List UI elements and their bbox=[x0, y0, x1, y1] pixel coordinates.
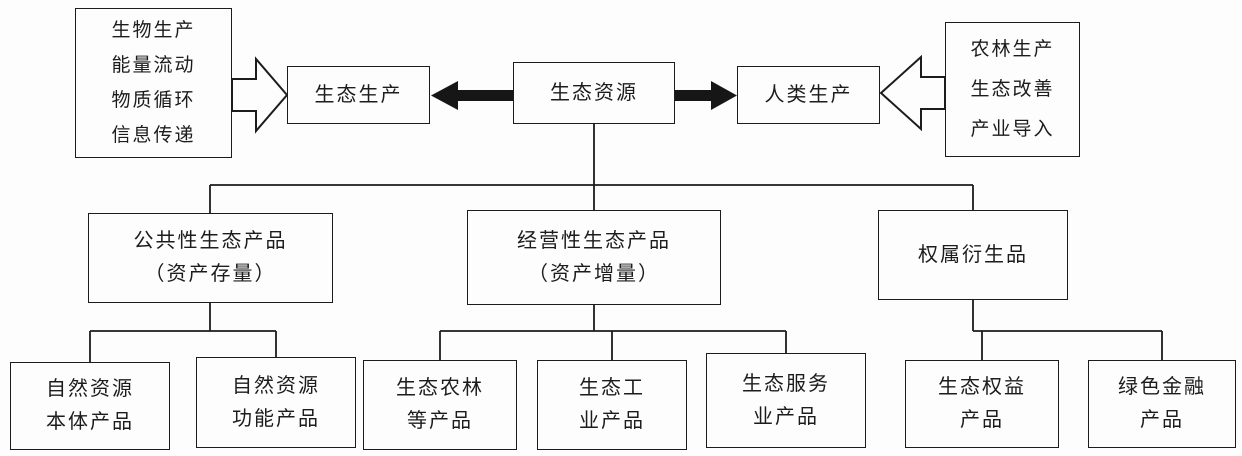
node-bio-input-line2: 能量流动 bbox=[111, 55, 196, 76]
node-natural-function-line2: 功能产品 bbox=[232, 407, 320, 430]
thick-arrow-left-icon bbox=[431, 81, 513, 110]
node-operating-products: 经营性生态产品 （资产增量） bbox=[467, 210, 721, 305]
node-eco-agriforestry: 生态农林 等产品 bbox=[363, 360, 517, 450]
node-bio-input: 生物生产 能量流动 物质循环 信息传递 bbox=[75, 8, 232, 158]
node-natural-function: 自然资源 功能产品 bbox=[196, 357, 356, 448]
node-ownership-derivatives-label: 权属衍生品 bbox=[918, 243, 1028, 266]
node-bio-input-line1: 生物生产 bbox=[111, 20, 196, 41]
node-green-finance-line2: 产品 bbox=[1140, 409, 1184, 431]
node-green-finance-line1: 绿色金融 bbox=[1118, 376, 1206, 398]
node-green-finance: 绿色金融 产品 bbox=[1088, 360, 1236, 448]
node-bio-input-line3: 物质循环 bbox=[111, 90, 196, 111]
node-eco-rights-line1: 生态权益 bbox=[938, 376, 1026, 398]
node-eco-rights-line2: 产品 bbox=[960, 409, 1004, 431]
node-human-production: 人类生产 bbox=[737, 66, 880, 124]
node-operating-products-line1: 经营性生态产品 bbox=[517, 229, 671, 252]
node-eco-resources-label: 生态资源 bbox=[550, 81, 638, 104]
node-eco-agriforestry-line1: 生态农林 bbox=[396, 377, 484, 399]
node-eco-service: 生态服务 业产品 bbox=[706, 353, 866, 448]
thick-arrow-right-icon bbox=[675, 81, 737, 110]
node-bio-input-line4: 信息传递 bbox=[111, 125, 196, 146]
node-agri-input: 农林生产 生态改善 产业导入 bbox=[945, 22, 1080, 157]
node-eco-resources: 生态资源 bbox=[513, 62, 675, 124]
hollow-arrow-right-icon bbox=[231, 56, 289, 134]
node-public-products-line2: （资产存量） bbox=[144, 263, 277, 285]
node-eco-agriforestry-line2: 等产品 bbox=[407, 410, 473, 432]
hollow-arrow-left-icon bbox=[879, 54, 946, 132]
node-natural-entity: 自然资源 本体产品 bbox=[10, 362, 170, 450]
node-natural-function-line1: 自然资源 bbox=[232, 374, 320, 397]
node-eco-industry-line2: 业产品 bbox=[579, 410, 645, 432]
node-eco-service-line1: 生态服务 bbox=[742, 372, 830, 395]
node-eco-production-label: 生态生产 bbox=[314, 83, 403, 106]
node-agri-input-line1: 农林生产 bbox=[970, 38, 1055, 60]
node-agri-input-line3: 产业导入 bbox=[970, 118, 1055, 140]
node-agri-input-line2: 生态改善 bbox=[970, 78, 1055, 100]
node-eco-industry: 生态工 业产品 bbox=[537, 360, 687, 450]
node-eco-industry-line1: 生态工 bbox=[579, 377, 645, 399]
node-eco-rights: 生态权益 产品 bbox=[905, 360, 1059, 448]
node-public-products-line1: 公共性生态产品 bbox=[133, 230, 288, 252]
node-public-products: 公共性生态产品 （资产存量） bbox=[88, 213, 333, 303]
node-eco-service-line2: 业产品 bbox=[753, 405, 819, 428]
node-natural-entity-line1: 自然资源 bbox=[46, 378, 134, 400]
node-human-production-label: 人类生产 bbox=[764, 83, 853, 106]
node-operating-products-line2: （资产增量） bbox=[528, 262, 660, 285]
node-natural-entity-line2: 本体产品 bbox=[46, 411, 134, 433]
node-eco-production: 生态生产 bbox=[287, 66, 430, 124]
node-ownership-derivatives: 权属衍生品 bbox=[878, 210, 1068, 300]
